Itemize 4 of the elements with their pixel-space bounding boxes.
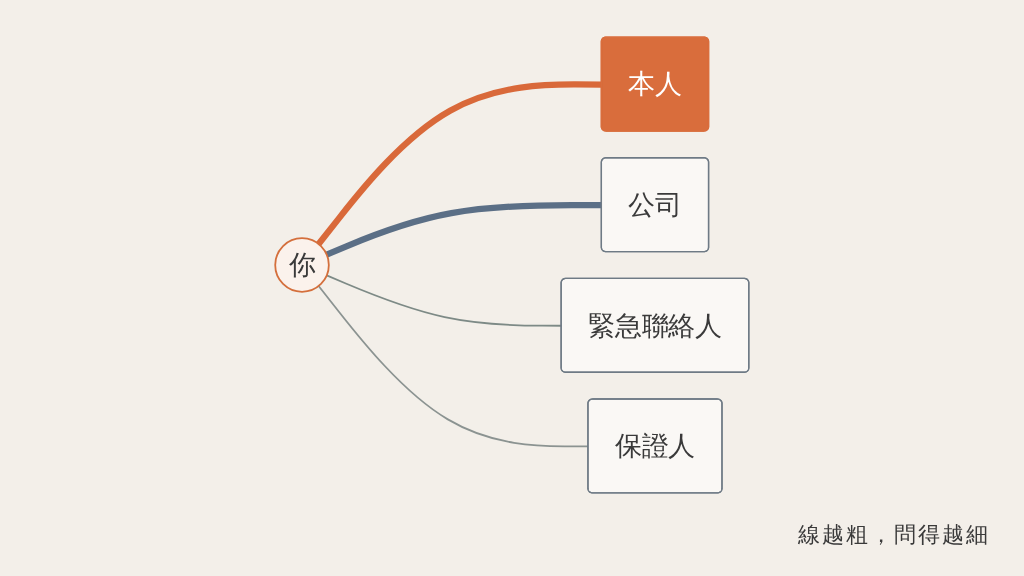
- connector: [316, 81, 602, 246]
- connector: [325, 201, 602, 258]
- node-circle: 你: [274, 237, 330, 293]
- note-text: 線越粗，問得越細: [798, 521, 990, 549]
